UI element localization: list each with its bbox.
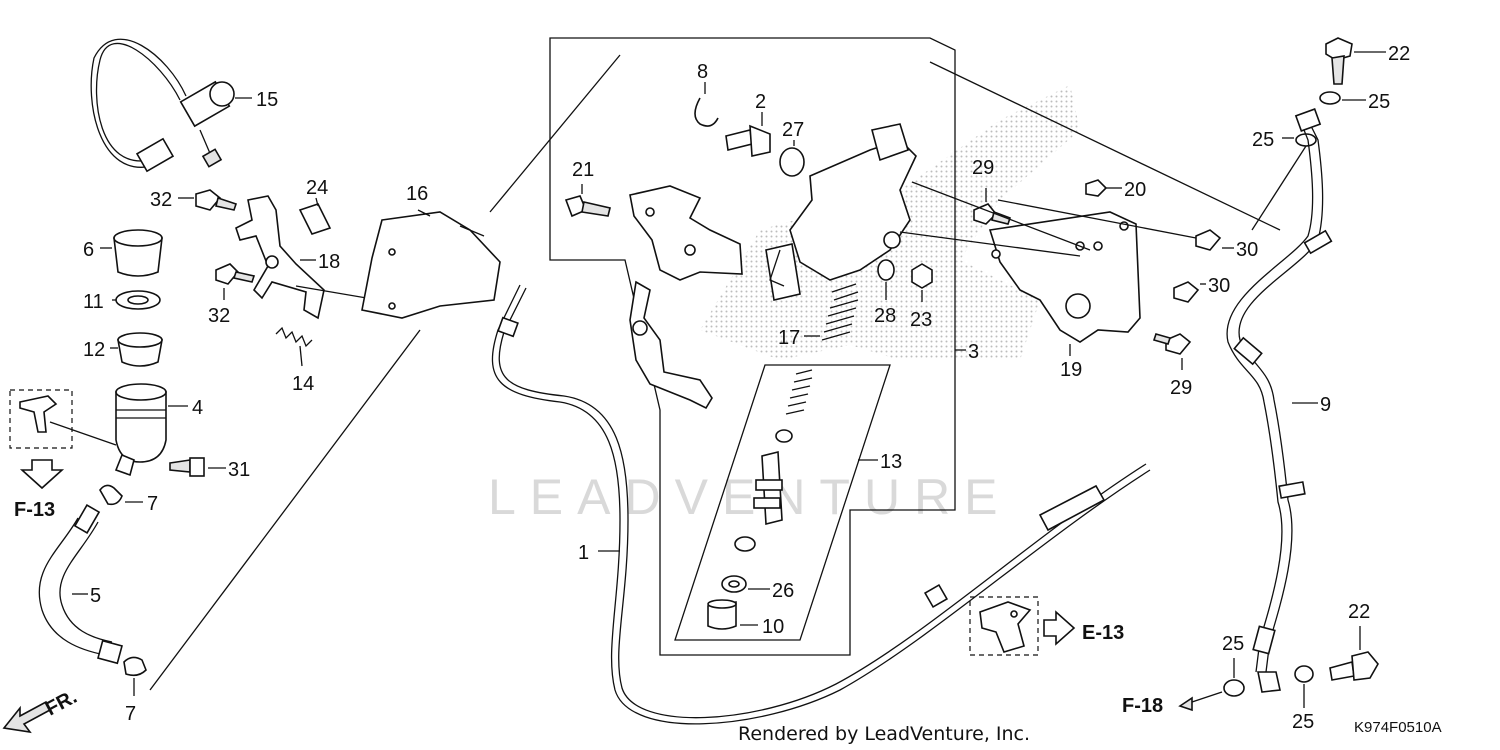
push-rod-bracket: [629, 280, 713, 410]
switch-wire: [95, 42, 181, 162]
f13-detail-box: [9, 389, 73, 449]
callout-29-upper: 29: [972, 157, 994, 179]
washer-28: [877, 259, 895, 281]
callout-21: 21: [572, 159, 594, 181]
spring-17: [821, 283, 859, 341]
callout-13: 13: [880, 451, 902, 473]
bolt-30-upper: [1195, 229, 1222, 251]
bolt-20: [1085, 179, 1108, 197]
f13-bracket: [19, 395, 58, 433]
washer-25-d: [1294, 665, 1314, 683]
washer-25-c: [1223, 679, 1245, 697]
watermark: LEADVENTURE: [488, 469, 1012, 525]
callout-20: 20: [1124, 179, 1146, 201]
callout-4: 4: [192, 397, 203, 419]
callout-24: 24: [306, 177, 328, 199]
callout-14: 14: [292, 373, 314, 395]
callout-18: 18: [318, 251, 340, 273]
bolt-22-upper: [1325, 37, 1353, 61]
callout-11: 11: [83, 291, 104, 313]
callout-23: 23: [910, 309, 932, 331]
callout-25-c: 25: [1222, 633, 1244, 655]
front-label: FR.: [42, 686, 81, 721]
callout-12: 12: [83, 339, 105, 361]
reservoir-body: [115, 391, 167, 463]
callout-30-upper: 30: [1236, 239, 1258, 261]
callout-17: 17: [778, 327, 800, 349]
lever-holder: [629, 185, 743, 281]
callout-32-upper: 32: [150, 189, 172, 211]
bolt-31: [169, 459, 191, 473]
bolt-30-lower: [1173, 281, 1200, 303]
front-arrow: [2, 700, 52, 734]
callout-28: 28: [874, 305, 896, 327]
spring-14: [275, 326, 313, 348]
diagram-code: K974F0510A: [1354, 719, 1442, 736]
callout-10: 10: [762, 616, 784, 638]
callout-26: 26: [772, 580, 794, 602]
e13-arrow: [1043, 610, 1076, 646]
callout-8: 8: [697, 61, 708, 83]
callout-15: 15: [256, 89, 278, 111]
bolt-29-upper: [973, 203, 998, 225]
callout-7-upper: 7: [147, 493, 158, 515]
ref-f13: F-13: [14, 499, 55, 521]
callout-29-lower: 29: [1170, 377, 1192, 399]
bolt-32-upper: [195, 189, 222, 211]
callout-22-lower: 22: [1348, 601, 1370, 623]
callout-5: 5: [90, 585, 101, 607]
bolt-29-lower: [1165, 333, 1192, 355]
callout-31: 31: [228, 459, 250, 481]
master-cylinder-group-outline: [549, 37, 956, 656]
piston-spring: [785, 369, 813, 415]
callout-25-a: 25: [1368, 91, 1390, 113]
cover-16: [361, 211, 501, 319]
callout-25-d: 25: [1292, 711, 1314, 733]
piston-kit-group-outline: [674, 364, 891, 641]
clutch-hose-9: [1238, 123, 1324, 673]
bolt-32-lower: [215, 263, 240, 285]
callout-19: 19: [1060, 359, 1082, 381]
boot-10: [707, 601, 737, 630]
nut-23: [911, 263, 933, 289]
pivot-bolt-2: [725, 129, 753, 151]
hose-clip-upper: [99, 484, 123, 506]
circlip-8: [694, 97, 719, 127]
ref-e13: E-13: [1082, 622, 1124, 644]
callout-9: 9: [1320, 394, 1331, 416]
callout-16: 16: [406, 183, 428, 205]
hose-clip-lower: [123, 656, 147, 677]
o-ring-27: [779, 147, 805, 177]
callout-7-lower: 7: [125, 703, 136, 725]
reservoir-hose: [38, 517, 106, 656]
e13-bracket: [979, 601, 1032, 653]
collar-24: [298, 203, 332, 235]
render-credit: Rendered by LeadVenture, Inc.: [738, 723, 1030, 745]
callout-27: 27: [782, 119, 804, 141]
callout-1: 1: [578, 542, 589, 564]
callout-6: 6: [83, 239, 94, 261]
callout-3: 3: [968, 341, 979, 363]
piston-cup: [734, 536, 756, 552]
clutch-cable-1: [491, 284, 1151, 725]
callout-25-b: 25: [1252, 129, 1274, 151]
callout-32-lower: 32: [208, 305, 230, 327]
bolt-22-lower: [1329, 660, 1355, 681]
callout-30-lower: 30: [1208, 275, 1230, 297]
ref-f18: F-18: [1122, 695, 1163, 717]
washer-25-a: [1319, 91, 1341, 105]
callout-22-upper: 22: [1388, 43, 1410, 65]
f13-arrow: [19, 459, 65, 490]
callout-2: 2: [755, 91, 766, 113]
